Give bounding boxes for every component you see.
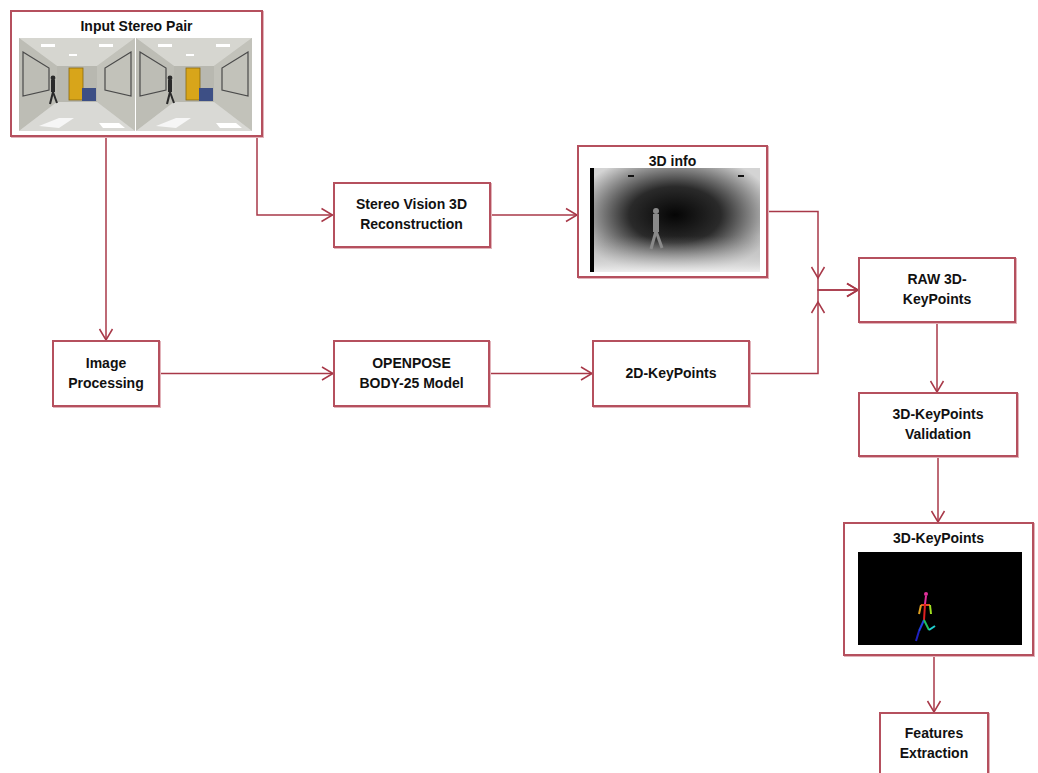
arrow-head — [566, 209, 577, 222]
arrow-head — [581, 367, 592, 380]
box-label: RAW 3D-KeyPoints — [877, 270, 997, 309]
connector — [931, 323, 944, 392]
connector — [928, 656, 941, 712]
box-label: Input Stereo Pair — [80, 17, 192, 37]
arrow-head — [322, 367, 333, 380]
depth-map — [590, 168, 760, 272]
box-label: 2D-KeyPoints — [625, 364, 716, 384]
connector-line — [933, 656, 935, 712]
right-image — [136, 38, 252, 131]
connector — [932, 457, 945, 522]
stereo-image — [19, 38, 252, 131]
box-label: Features Extraction — [888, 724, 980, 763]
left-image — [19, 38, 135, 131]
process-box: Image Processing — [52, 340, 160, 407]
connector — [750, 284, 858, 374]
skeleton-image — [858, 552, 1022, 645]
arrow-head — [812, 302, 825, 313]
connector-line — [768, 212, 858, 291]
connector — [160, 367, 333, 380]
process-box: RAW 3D-KeyPoints — [858, 257, 1016, 323]
process-box: OPENPOSE BODY-25 Model — [333, 340, 490, 407]
process-box: 3D-KeyPoints Validation — [858, 392, 1018, 457]
box-label: 3D-KeyPoints Validation — [878, 405, 998, 444]
arrow-head — [931, 381, 944, 392]
box-label: OPENPOSE BODY-25 Model — [352, 354, 472, 393]
connector-line — [257, 137, 333, 215]
arrow-head — [322, 209, 333, 222]
process-box: Features Extraction — [879, 712, 989, 773]
process-box: 2D-KeyPoints — [592, 340, 750, 407]
connector — [491, 209, 578, 222]
connector — [768, 212, 858, 297]
image-box: 3D-KeyPoints — [843, 522, 1034, 656]
box-label: 3D info — [649, 152, 696, 172]
connector-line — [491, 214, 578, 216]
arrow-head — [932, 511, 945, 522]
connector — [257, 137, 333, 222]
connector-line — [105, 137, 107, 340]
process-box: Stereo Vision 3D Reconstruction — [333, 182, 491, 248]
image-box: Input Stereo Pair — [10, 10, 263, 137]
connector-line — [936, 323, 938, 392]
image-box: 3D info — [577, 145, 768, 278]
arrow-head — [847, 284, 858, 297]
box-label: Image Processing — [61, 354, 151, 393]
connector-line — [160, 373, 333, 375]
box-label: Stereo Vision 3D Reconstruction — [342, 195, 482, 234]
connector — [490, 367, 592, 380]
connector-line — [750, 290, 858, 374]
box-label: 3D-KeyPoints — [893, 529, 984, 549]
arrow-head — [812, 267, 825, 278]
arrow-head — [100, 329, 113, 340]
connector — [100, 137, 113, 340]
connector-line — [490, 373, 592, 375]
arrow-head — [928, 701, 941, 712]
connector-line — [937, 457, 939, 522]
